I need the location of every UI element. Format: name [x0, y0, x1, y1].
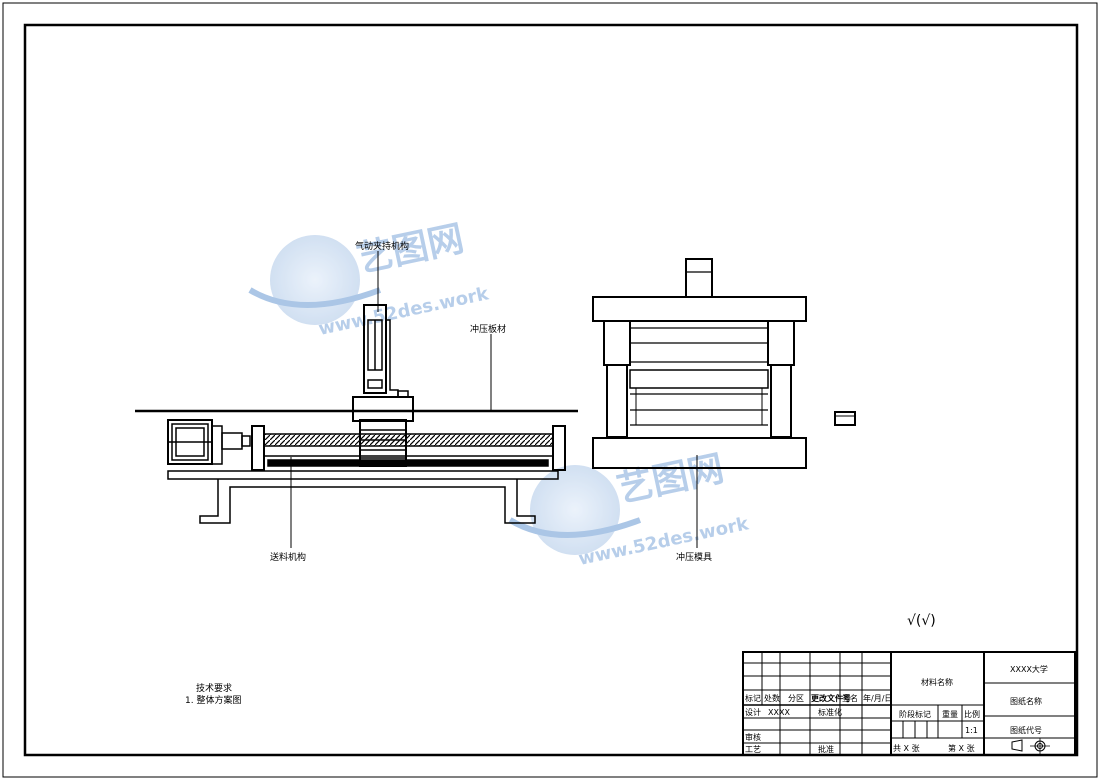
feed-mechanism — [135, 304, 578, 524]
svg-text:工艺: 工艺 — [745, 745, 761, 754]
tech-item: 1. 整体方案图 — [185, 694, 241, 706]
svg-text:重量: 重量 — [942, 709, 958, 719]
svg-text:1:1: 1:1 — [965, 726, 978, 735]
watermark-logo: 艺图网 www.52des.work — [248, 218, 491, 340]
svg-text:年/月/日: 年/月/日 — [863, 693, 892, 703]
svg-text:图纸名称: 图纸名称 — [1010, 696, 1042, 706]
label-feed: 送料机构 — [270, 551, 306, 563]
svg-text:艺图网: 艺图网 — [613, 448, 727, 511]
svg-text:第 X 张: 第 X 张 — [948, 743, 975, 753]
label-die: 冲压模具 — [676, 551, 712, 563]
svg-text:审核: 审核 — [745, 732, 761, 742]
label-pneumatic: 气动夹持机构 — [355, 240, 409, 252]
svg-text:比例: 比例 — [964, 709, 980, 719]
leader-lines — [290, 251, 698, 548]
svg-text:阶段标记: 阶段标记 — [899, 709, 931, 719]
svg-text:共 X 张: 共 X 张 — [893, 744, 920, 753]
svg-text:批准: 批准 — [818, 744, 834, 754]
inner-border — [23, 23, 1079, 757]
svg-text:XXXX大学: XXXX大学 — [1010, 664, 1048, 674]
title-block — [742, 651, 1076, 756]
roughness-symbol: √(√) — [907, 613, 936, 629]
tech-title: 技术要求 — [196, 682, 232, 694]
svg-text:图纸代号: 图纸代号 — [1010, 725, 1042, 735]
label-sheet: 冲压板材 — [470, 323, 506, 335]
svg-text:更改文件号: 更改文件号 — [811, 693, 851, 703]
stamping-die — [592, 258, 856, 469]
svg-text:分区: 分区 — [788, 694, 804, 703]
svg-text:处数: 处数 — [764, 693, 780, 703]
svg-text:设计: 设计 — [745, 707, 761, 717]
svg-text:XXXX: XXXX — [768, 708, 790, 717]
title-block-text: XXXX大学 材料名称 图纸名称 图纸代号 标记 处数 分区 更改文件号 签名 … — [745, 664, 1048, 754]
svg-text:标准化: 标准化 — [818, 707, 842, 717]
svg-text:签名: 签名 — [842, 693, 858, 703]
svg-text:标记: 标记 — [745, 693, 761, 703]
svg-text:材料名称: 材料名称 — [921, 677, 953, 687]
